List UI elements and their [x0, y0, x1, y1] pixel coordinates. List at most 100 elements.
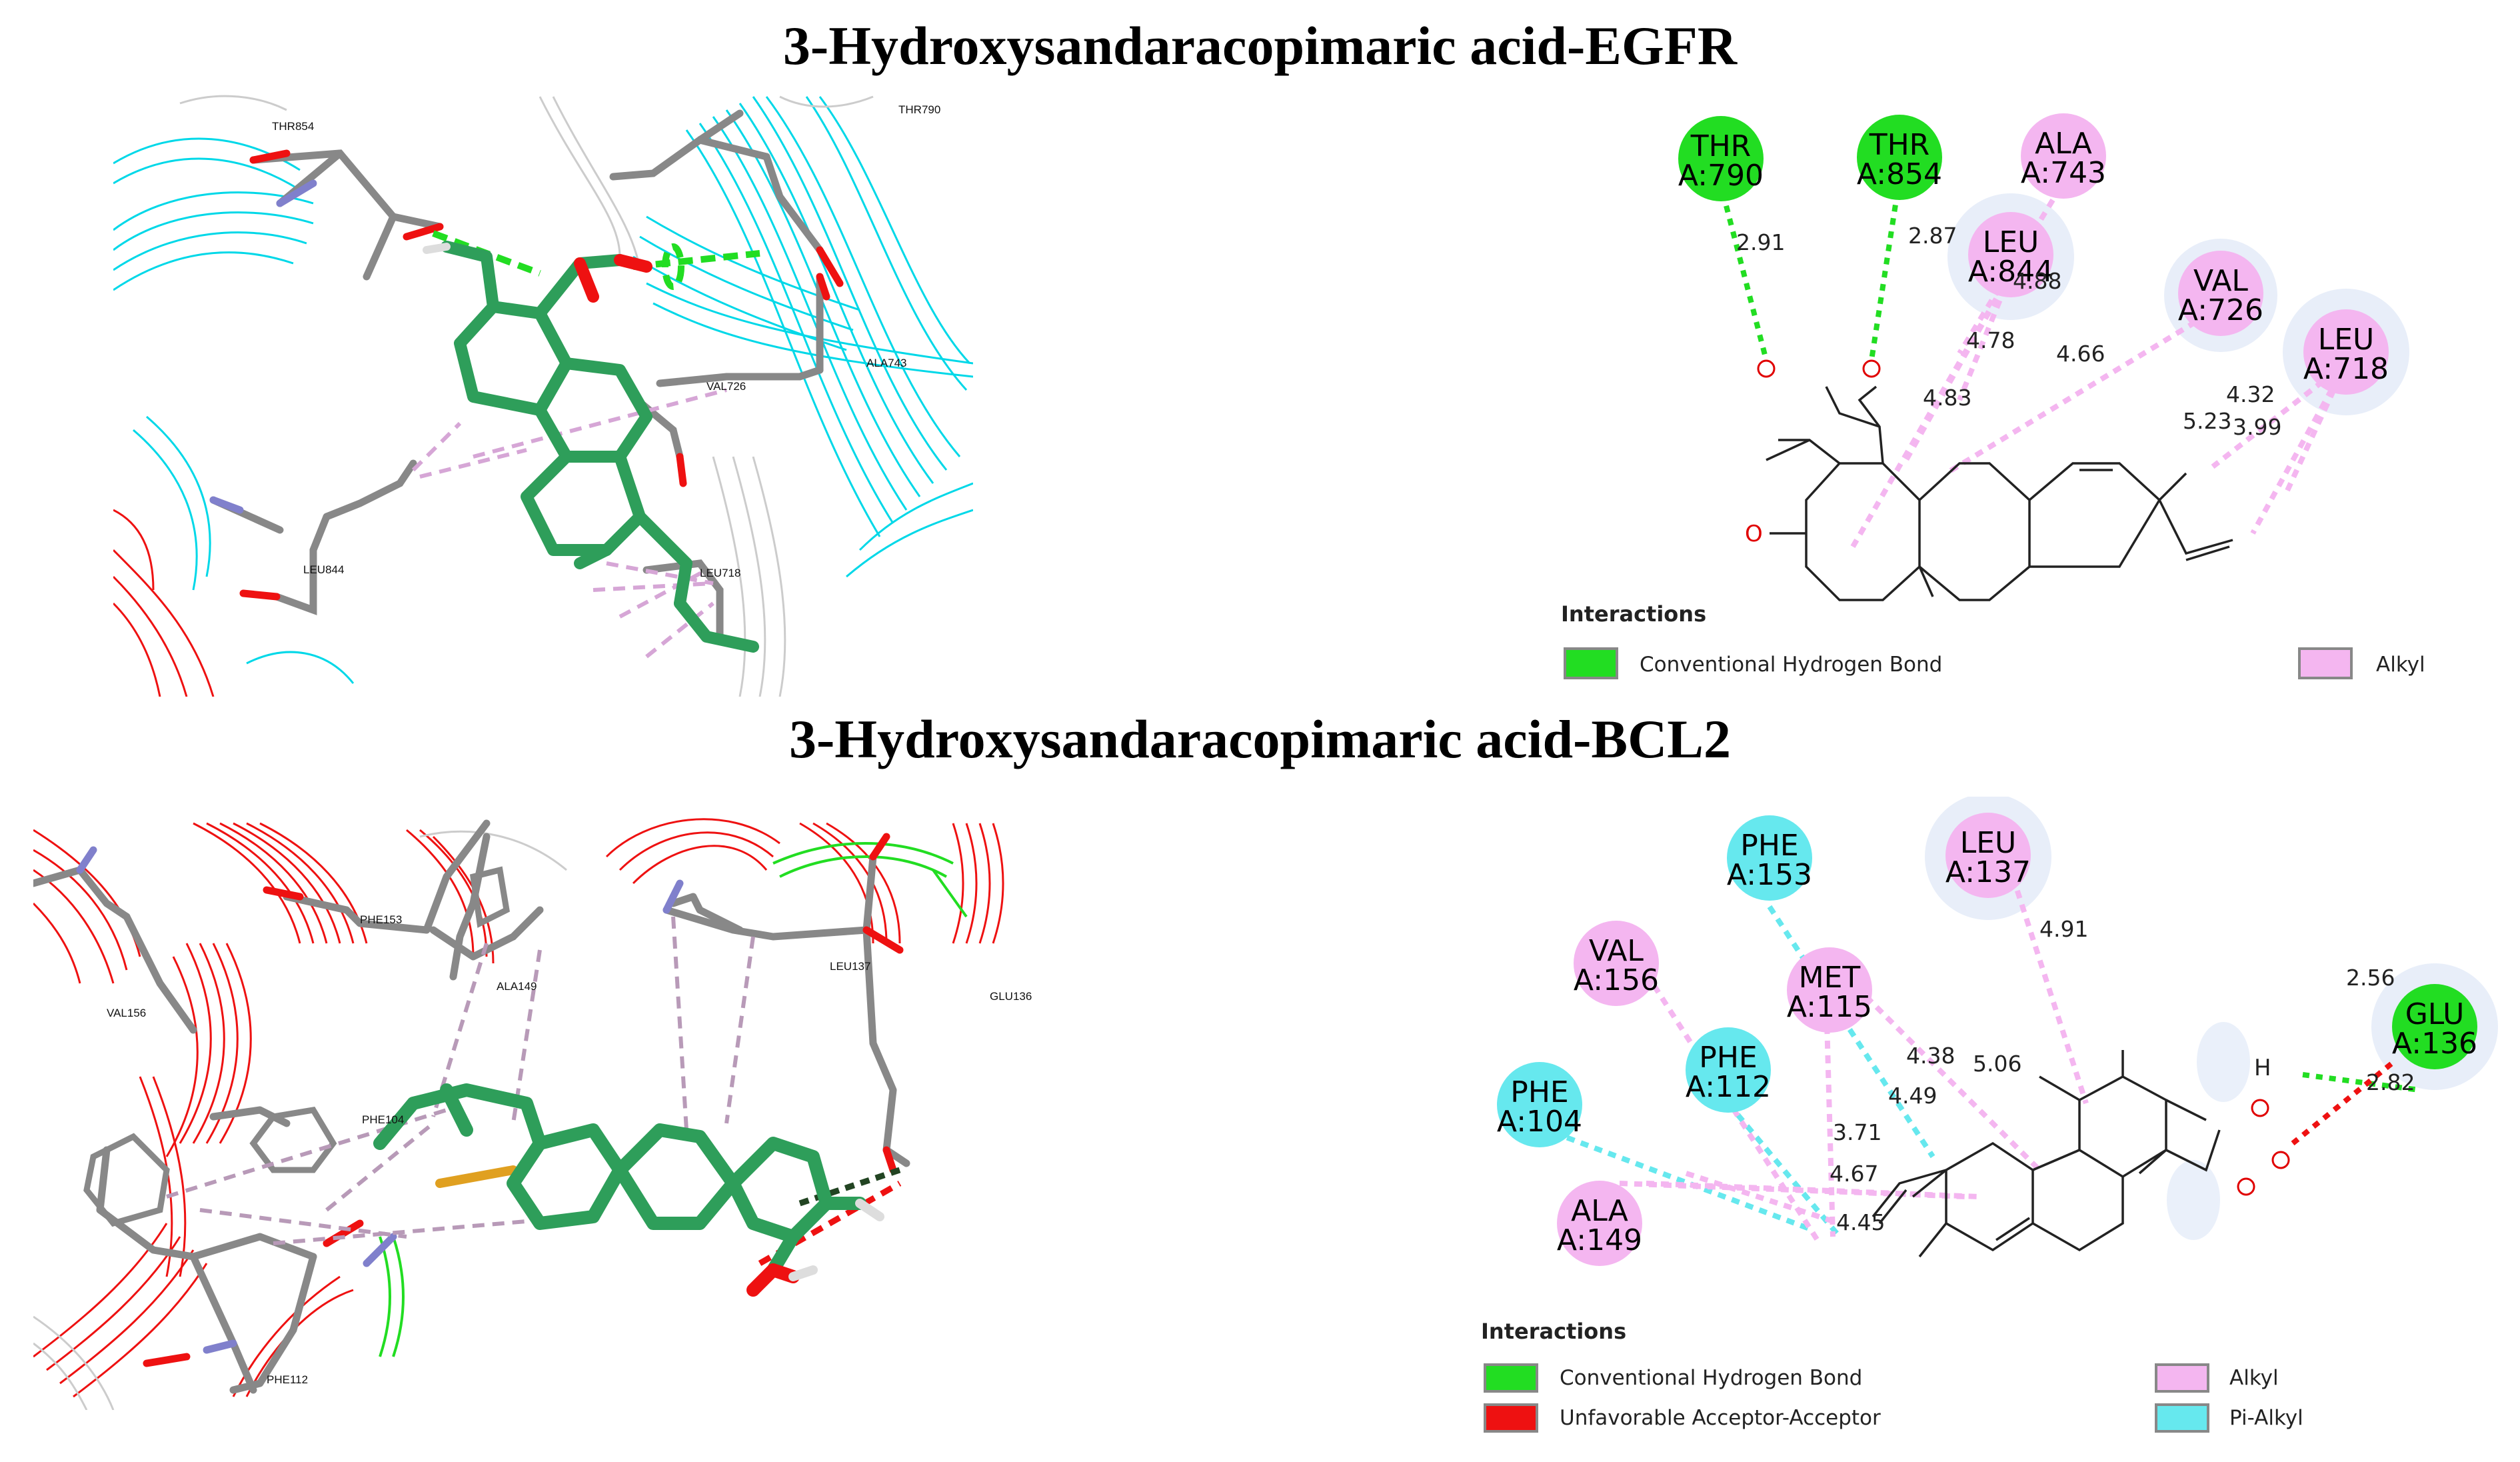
bcl2-residue-id: A:149	[1557, 1223, 1642, 1257]
bcl2-3d-label-glu136: GLU136	[990, 990, 1032, 1003]
bcl2-distance-label: 4.49	[1888, 1083, 1937, 1109]
bcl2-residue-id: A:136	[2392, 1027, 2477, 1061]
bcl2-residue-disk	[1787, 947, 1872, 1033]
egfr-distance-label: 4.32	[2226, 381, 2275, 407]
bcl2-residue-id: A:115	[1787, 990, 1872, 1024]
bcl2-aromatic-rings	[83, 866, 510, 1227]
egfr-2d-oxygens	[1757, 359, 1881, 378]
bcl2-sulfur-bond	[435, 1165, 518, 1188]
bcl2-2d-pialkyl-lines	[1538, 905, 1935, 1239]
bcl2-residue-id: A:112	[1686, 1070, 1771, 1104]
bcl2-residue-name: MET	[1799, 961, 1861, 995]
egfr-ligand	[441, 241, 759, 653]
egfr-distance-label: 5.23	[2183, 408, 2231, 434]
egfr-alkyl-dashes	[411, 388, 727, 659]
bcl2-3d-label-phe104: PHE104	[362, 1113, 404, 1126]
egfr-legend-swatch-hbond	[1564, 647, 1618, 679]
egfr-legend-label-alkyl: Alkyl	[2376, 653, 2425, 677]
egfr-residue-disk	[1857, 115, 1942, 200]
bcl2-residue-disk	[1497, 1062, 1582, 1147]
bcl2-residue-disk	[1574, 921, 1659, 1006]
bcl2-distance-label: 2.56	[2346, 965, 2395, 991]
bcl2-residue-sticks	[33, 819, 910, 1394]
egfr-residue-name: LEU	[2318, 323, 2375, 357]
egfr-legend-title: Interactions	[1561, 601, 1706, 627]
bcl2-heteroatoms	[76, 833, 904, 1367]
bcl2-residue-id: A:156	[1574, 963, 1659, 997]
bcl2-ligand-oxygens	[746, 1263, 800, 1297]
egfr-2d-molecule	[1766, 385, 2233, 601]
bcl2-residue-disk	[1686, 1027, 1771, 1113]
bcl2-2d-molecule	[1872, 1050, 2221, 1258]
bcl2-3d-label-leu137: LEU137	[830, 960, 870, 973]
bcl2-legend-label-unfavorable: Unfavorable Acceptor-Acceptor	[1560, 1406, 1881, 1430]
bcl2-legend-label-pialkyl: Pi-Alkyl	[2229, 1406, 2303, 1430]
egfr-distance-label: 3.99	[2233, 414, 2281, 440]
bcl2-residue-name: ALA	[1571, 1194, 1628, 1228]
egfr-3d-view: THR854 THR790 VAL726 ALA743 LEU844 LEU71…	[113, 83, 973, 697]
bcl2-legend-swatch-pialkyl	[2155, 1403, 2209, 1433]
egfr-3d-label-ala743: ALA743	[866, 357, 907, 369]
egfr-3d-label-thr790: THR790	[898, 103, 940, 116]
egfr-ribbon-red	[113, 509, 215, 697]
egfr-residue-disk	[2178, 251, 2263, 336]
egfr-distance-label: 4.83	[1923, 385, 1971, 411]
bcl2-residue-disk	[1727, 815, 1812, 901]
bcl2-3d-label-phe112: PHE112	[267, 1373, 308, 1386]
egfr-residue-disk	[1968, 212, 2053, 297]
egfr-residue-id: A:854	[1857, 157, 1942, 191]
egfr-distance-label: 4.66	[2056, 341, 2105, 367]
egfr-3d-label-leu844: LEU844	[303, 563, 344, 576]
bcl2-residue-id: A:104	[1497, 1105, 1582, 1139]
bcl2-residue-disk	[1945, 813, 2031, 898]
egfr-residue-disk	[2021, 113, 2106, 199]
bcl2-2d-unfavorable-lines	[2291, 1057, 2398, 1146]
egfr-residue-name: THR	[1869, 128, 1930, 162]
bcl2-residue-name: PHE	[1699, 1041, 1757, 1075]
bcl2-legend-swatch-unfavorable	[1484, 1403, 1538, 1433]
bcl2-legend-swatch-alkyl	[2155, 1363, 2209, 1393]
egfr-residue-id: A:718	[2303, 352, 2389, 386]
egfr-2d-hydroxyl-o: O	[1745, 521, 1763, 547]
bcl2-residue-id: A:153	[1727, 858, 1812, 892]
egfr-distance-label: 2.87	[1908, 223, 1957, 249]
egfr-ligand-oxygens	[574, 254, 652, 303]
egfr-residue-name: VAL	[2193, 264, 2248, 298]
egfr-3d-label-leu718: LEU718	[700, 567, 740, 579]
bcl2-legend-label-alkyl: Alkyl	[2229, 1366, 2279, 1390]
egfr-legend-swatch-alkyl	[2298, 647, 2353, 679]
egfr-3d-label-thr854: THR854	[272, 120, 314, 133]
egfr-distance-label: 4.78	[1966, 327, 2015, 353]
bcl2-2d-hbond-lines	[2302, 1072, 2420, 1093]
egfr-distance-label: 2.91	[1736, 229, 1785, 255]
bcl2-3d-label-phe153: PHE153	[360, 913, 402, 926]
bcl2-3d-label-ala149: ALA149	[497, 980, 537, 993]
egfr-ribbon-left	[113, 137, 355, 684]
bcl2-residue-name: PHE	[1740, 829, 1798, 863]
egfr-residue-id: A:844	[1968, 255, 2053, 289]
egfr-residue-id: A:743	[2021, 156, 2106, 190]
bcl2-distance-label: 4.91	[2039, 916, 2088, 942]
bcl2-legend-title: Interactions	[1481, 1319, 1626, 1344]
bcl2-residue-name: GLU	[2405, 997, 2465, 1031]
bcl2-2d-hydrogen: H	[2254, 1055, 2271, 1081]
bcl2-distance-label: 4.45	[1836, 1209, 1885, 1235]
egfr-ligand-hydrogens	[423, 243, 451, 254]
bcl2-2d-oxygens	[2237, 1099, 2290, 1196]
bcl2-3d-view: PHE153 ALA149 LEU137 GLU136 VAL156 PHE10…	[33, 810, 1046, 1410]
bcl2-ligand-hydrogens	[788, 1199, 884, 1281]
bcl2-residue-disk	[2392, 984, 2477, 1069]
bcl2-residue-disk	[1557, 1181, 1642, 1266]
bcl2-ribbon-grey	[33, 830, 567, 1410]
bcl2-residue-id: A:137	[1945, 855, 2031, 889]
bcl2-ligand	[373, 1083, 866, 1277]
bcl2-distance-label: 4.38	[1906, 1043, 1955, 1069]
bcl2-residue-name: VAL	[1589, 934, 1644, 968]
egfr-legend-label-hbond: Conventional Hydrogen Bond	[1640, 653, 1942, 677]
bcl2-legend-swatch-hbond	[1484, 1363, 1538, 1393]
